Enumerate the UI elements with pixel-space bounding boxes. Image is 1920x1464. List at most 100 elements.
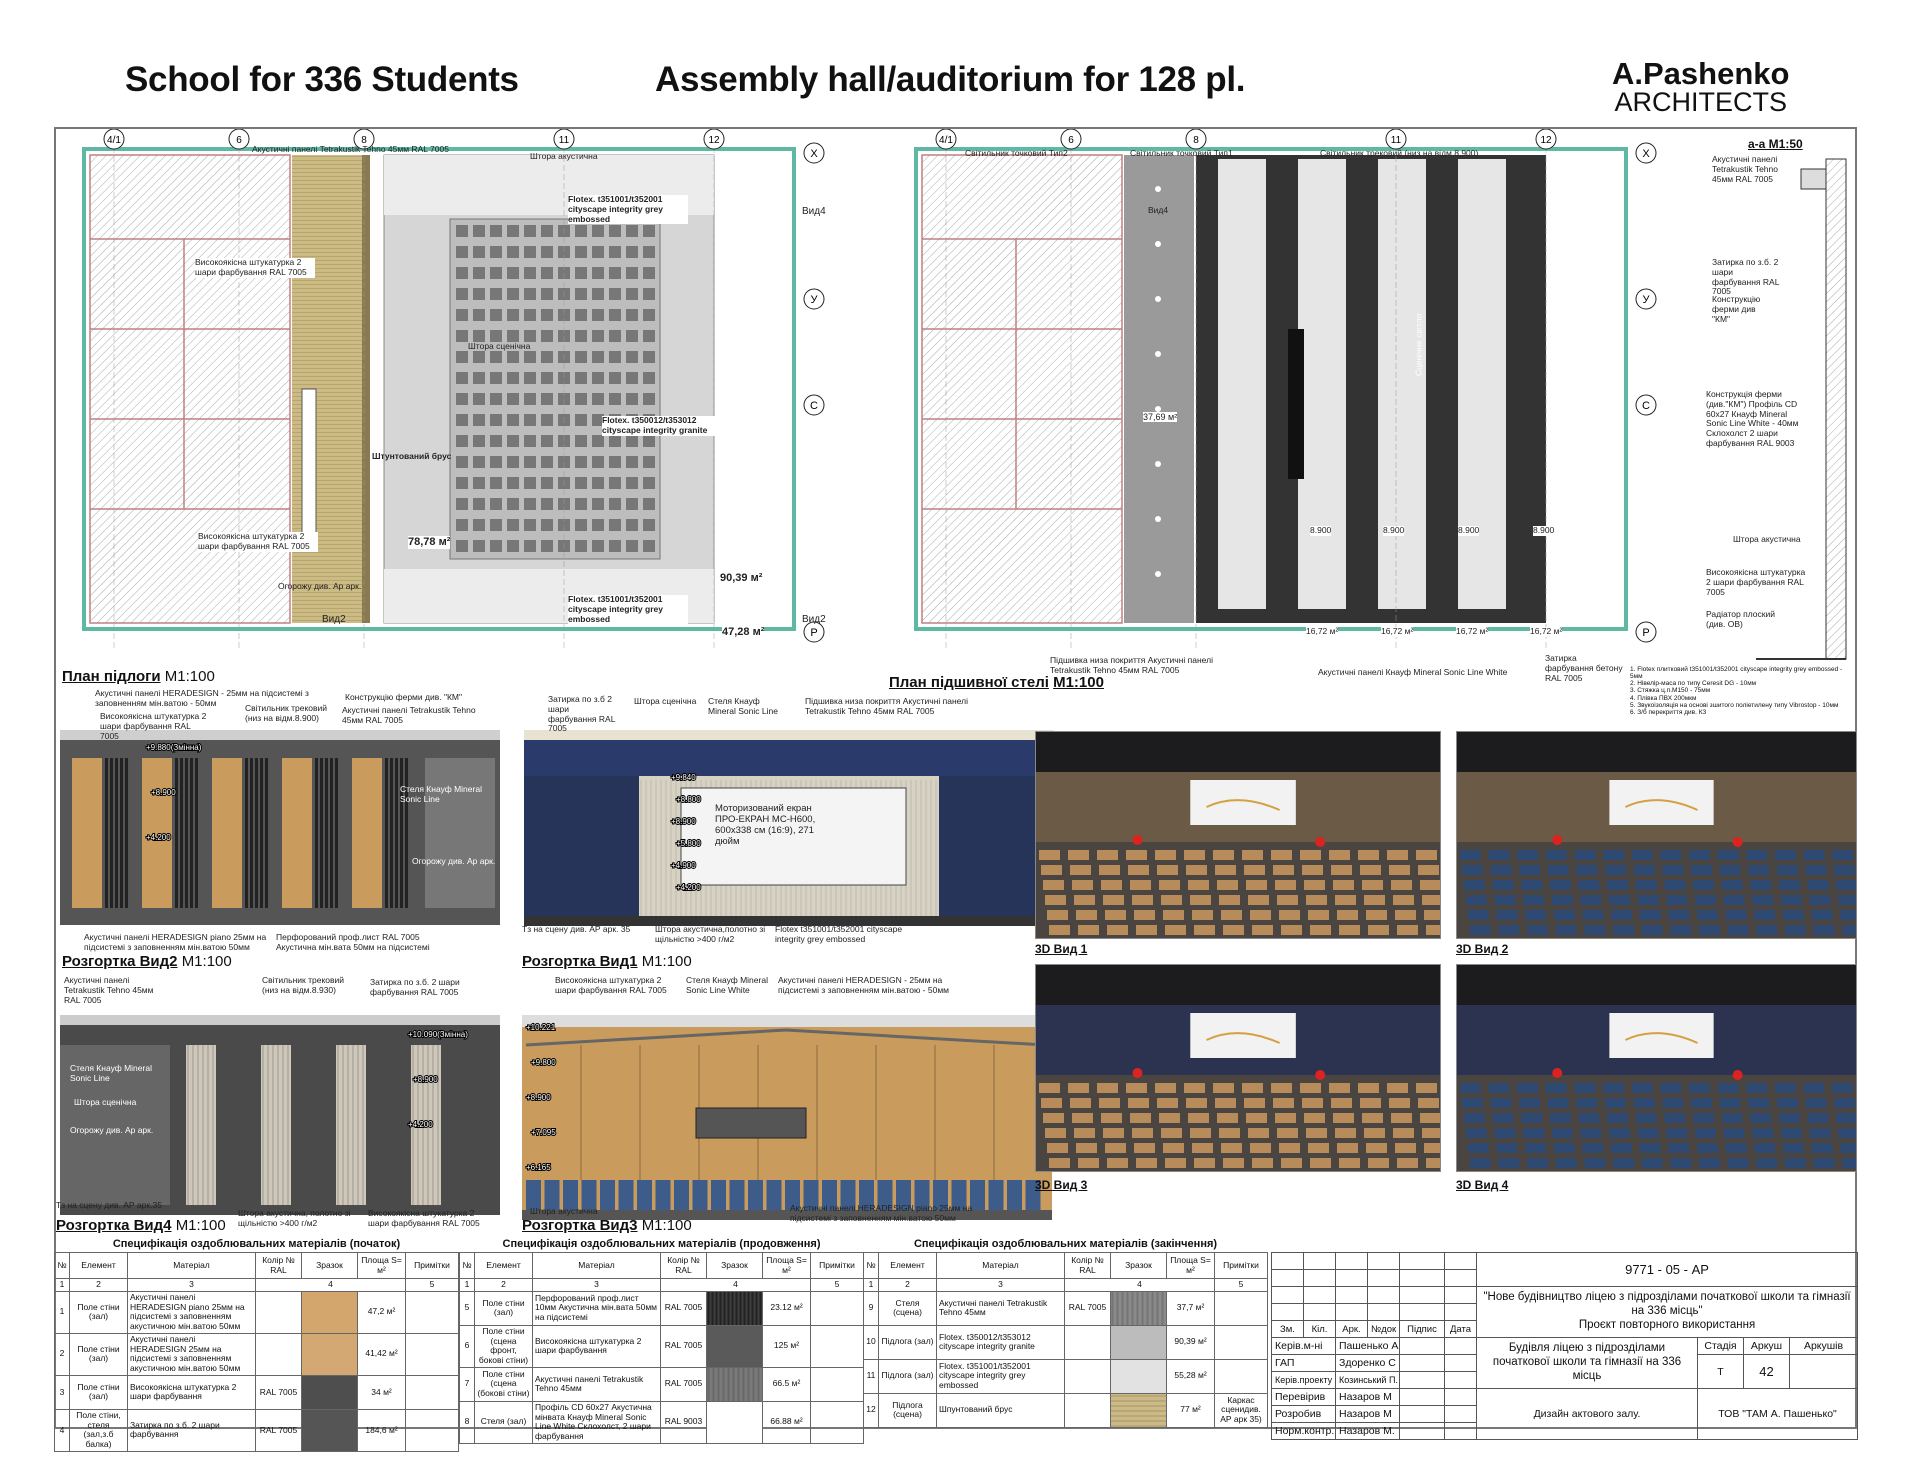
elev-note: Flotex t351001/t352001 cityscape integri… [775, 924, 903, 944]
chair [1551, 1128, 1573, 1138]
seat [609, 477, 621, 489]
chair [1132, 895, 1153, 905]
dim-label: 8.900 [1458, 525, 1480, 536]
chair [1781, 1128, 1802, 1138]
chair [1163, 910, 1184, 920]
chair [1190, 1128, 1211, 1138]
render-label-4: 3D Вид 4 [1456, 1178, 1509, 1192]
dim-label: 8.900 [1310, 525, 1332, 536]
spec-header: Елемент [878, 1252, 937, 1279]
sheets-count [1788, 1354, 1859, 1389]
seat [524, 435, 536, 447]
seat [473, 225, 485, 237]
seat [592, 330, 604, 342]
seat [524, 372, 536, 384]
chair [1422, 895, 1440, 905]
seat [541, 351, 553, 363]
chair [1691, 865, 1712, 875]
spec-row: 1 Поле стіни (зал) Акустичні панелі HERA… [54, 1290, 459, 1334]
seat [575, 393, 587, 405]
chair [1842, 925, 1856, 935]
elev-note: Штора акустична, полотно зі щільністю >4… [238, 1208, 351, 1228]
chair [1107, 1158, 1128, 1168]
spec-row: 8 Стеля (зал) Профіль CD 60x27 Акустична… [459, 1400, 864, 1444]
chair [1391, 1113, 1412, 1123]
col-number: 3 [936, 1278, 1065, 1292]
chair [1721, 1113, 1743, 1123]
row-number: 4 [54, 1408, 70, 1452]
spot-light [1155, 406, 1161, 412]
company-name: ТОВ "ТАМ А. Пашенько" [1696, 1388, 1859, 1440]
ceiling [1457, 732, 1856, 772]
seat [609, 309, 621, 321]
seat [592, 288, 604, 300]
chair [1494, 1128, 1516, 1138]
ceiling-band [60, 730, 500, 740]
seat [507, 435, 519, 447]
chair [1607, 1113, 1628, 1123]
chair [1310, 925, 1331, 935]
note [810, 1324, 864, 1368]
stage-wall [425, 758, 495, 908]
level-mark: +8.900 [526, 1093, 551, 1102]
area: 66.5 м² [762, 1366, 811, 1402]
spec-header: Елемент [69, 1252, 128, 1279]
seat [524, 477, 536, 489]
spec-table-title: Специфікація оздоблювальних матеріалів (… [913, 1238, 1218, 1250]
chair [1584, 1158, 1606, 1168]
chair [1043, 1113, 1064, 1123]
chair [1695, 895, 1716, 905]
chair [1422, 1128, 1440, 1138]
chair [1242, 850, 1263, 860]
spec-header: Зразок [301, 1252, 358, 1279]
ral-color [255, 1290, 302, 1334]
perforated-panel [125, 758, 128, 908]
chair [1424, 910, 1440, 920]
chair [1523, 895, 1544, 905]
section-note: Радіатор плоский (див. ОВ) [1706, 609, 1775, 629]
chair [1364, 895, 1385, 905]
ceiling-band [60, 1015, 500, 1025]
chair [1302, 865, 1323, 875]
chair [1691, 1098, 1712, 1108]
section-wall [1825, 158, 1847, 660]
chair [1246, 880, 1267, 890]
seat [490, 288, 502, 300]
seat-row [822, 1180, 837, 1210]
chair [1727, 925, 1749, 935]
seat [473, 246, 485, 258]
perforated-panel [390, 758, 393, 908]
chair [1078, 925, 1099, 935]
person [1315, 1070, 1326, 1080]
chair [1134, 910, 1155, 920]
seat-row [766, 1180, 782, 1210]
sheets-label: Аркушів [1788, 1337, 1859, 1355]
seat [626, 498, 638, 510]
screen-label: Моторизований екран ПРО-ЕКРАН МС-Н600, 6… [715, 803, 816, 847]
chair [1329, 1083, 1350, 1093]
seat [575, 330, 587, 342]
chair [1580, 895, 1602, 905]
chair [1070, 1098, 1091, 1108]
chair [1805, 865, 1827, 875]
chair [1275, 880, 1296, 890]
chair [1281, 1158, 1302, 1168]
chair [1194, 925, 1215, 935]
col-number: 3 [532, 1278, 661, 1292]
level-mark: +9.840 [671, 773, 696, 782]
chair [1277, 895, 1298, 905]
note [810, 1400, 864, 1444]
chair [1836, 880, 1856, 890]
spec-header: Колір № RAL [660, 1252, 707, 1279]
seat [490, 372, 502, 384]
chair [1607, 880, 1628, 890]
heradesign-panel [212, 758, 242, 908]
title-block-col-header: Кіл. [1303, 1320, 1336, 1338]
seat [490, 225, 502, 237]
chair [1039, 1083, 1060, 1093]
chair [1099, 1098, 1120, 1108]
chair [1498, 1158, 1520, 1168]
seat [541, 372, 553, 384]
chair [1252, 1158, 1273, 1168]
